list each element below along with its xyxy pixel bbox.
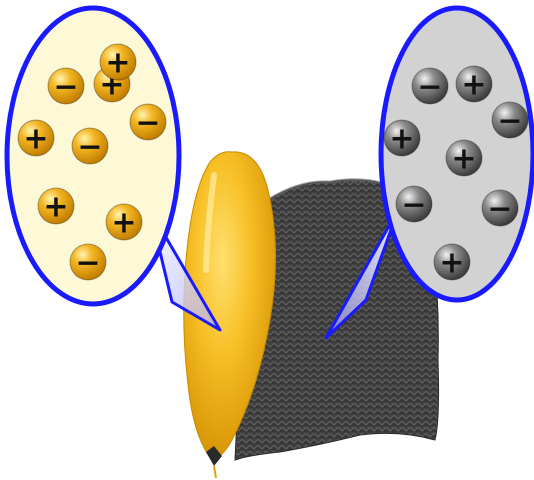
cloth-zoom-lens: −+−++−−+ [381,8,533,300]
balloon-charge-negative: − [130,104,166,141]
balloon-charge-sign: − [75,246,100,281]
cloth-charge-sign: + [461,68,486,103]
balloon-charge-negative: − [48,68,84,105]
balloon-charge-positive: + [100,44,136,81]
cloth-charge-sign: − [487,192,512,227]
balloon-charge-positive: + [18,120,54,157]
balloon-charge-positive: + [106,204,142,241]
cloth-charge-sign: + [451,142,476,177]
balloon-charge-negative: − [70,244,106,281]
balloon-charge-sign: − [53,70,78,105]
balloon-charge-sign: + [43,190,68,225]
balloon-zoom-lens: −+−+−++−+ [7,8,179,304]
cloth-charge-sign: − [401,188,426,223]
balloon-charge-positive: + [38,188,74,225]
balloon-charge-sign: + [111,206,136,241]
cloth-charge-sign: − [497,104,522,139]
cloth-charge-positive: + [456,66,492,103]
cloth-charge-positive: + [446,140,482,177]
cloth-charge-negative: − [482,190,518,227]
balloon-charge-sign: − [135,106,160,141]
cloth-charge-positive: + [384,120,420,157]
cloth-charge-negative: − [412,68,448,105]
balloon-charge-sign: + [105,46,130,81]
balloon-charge-sign: + [23,122,48,157]
balloon-charge-negative: − [72,128,108,165]
cloth-charge-positive: + [434,244,470,281]
cloth-charge-sign: + [439,246,464,281]
cloth-charge-sign: − [417,70,442,105]
cloth-charge-negative: − [492,102,528,139]
cloth-charge-negative: − [396,186,432,223]
balloon-charge-sign: − [77,130,102,165]
cloth-charge-sign: + [389,122,414,157]
balloon-string [214,466,216,478]
